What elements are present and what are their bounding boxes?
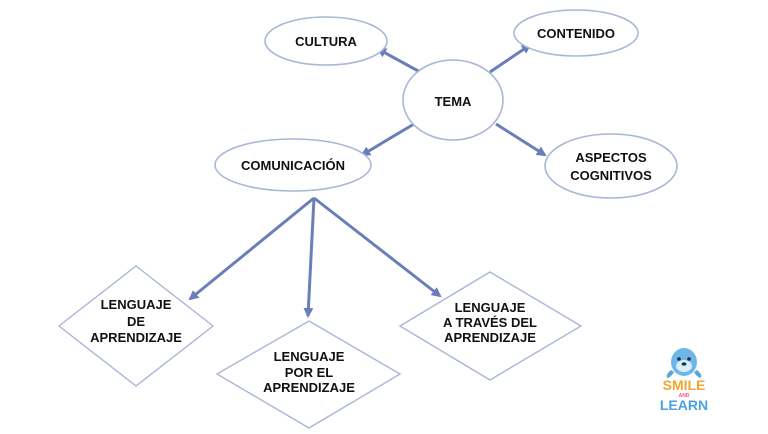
node-aspectos-cognitivos: ASPECTOS COGNITIVOS (544, 133, 678, 199)
node-lenguaje-por-el-aprendizaje: LENGUAJE POR EL APRENDIZAJE (215, 320, 402, 429)
svg-text:LENGUAJE: LENGUAJE (455, 300, 526, 315)
svg-text:POR EL: POR EL (285, 365, 333, 380)
svg-text:A TRAVÉS DEL: A TRAVÉS DEL (443, 315, 537, 330)
node-tema: TEMA (402, 59, 504, 141)
svg-text:APRENDIZAJE: APRENDIZAJE (263, 380, 355, 395)
logo-line2: AND (679, 393, 690, 399)
arrow-comunicacion-to-lenguaje-traves (313, 196, 442, 298)
svg-text:COGNITIVOS: COGNITIVOS (570, 168, 652, 183)
svg-text:TEMA: TEMA (435, 94, 472, 109)
svg-text:ASPECTOS: ASPECTOS (575, 150, 647, 165)
logo-line3: LEARN (660, 397, 708, 413)
node-lenguaje-de-aprendizaje: LENGUAJE DE APRENDIZAJE (57, 265, 215, 387)
svg-text:APRENDIZAJE: APRENDIZAJE (444, 330, 536, 345)
seal-mascot-icon (666, 348, 702, 378)
arrow-tema-to-comunicacion (360, 122, 415, 157)
arrow-comunicacion-to-lenguaje-aprendizaje (188, 196, 315, 301)
svg-text:DE: DE (127, 314, 145, 329)
svg-text:LENGUAJE: LENGUAJE (274, 349, 345, 364)
node-cultura: CULTURA (264, 16, 388, 66)
svg-text:CULTURA: CULTURA (295, 34, 357, 49)
svg-text:LENGUAJE: LENGUAJE (101, 297, 172, 312)
node-lenguaje-a-traves-del-aprendizaje: LENGUAJE A TRAVÉS DEL APRENDIZAJE (398, 271, 583, 381)
node-comunicacion: COMUNICACIÓN (214, 138, 372, 192)
arrow-tema-to-contenido (489, 43, 532, 74)
arrow-comunicacion-to-lenguaje-por (303, 197, 316, 318)
logo-line1: SMILE (663, 377, 706, 393)
svg-text:CONTENIDO: CONTENIDO (537, 26, 615, 41)
smile-and-learn-logo: SMILE AND LEARN (660, 348, 708, 413)
svg-text:APRENDIZAJE: APRENDIZAJE (90, 330, 182, 345)
arrow-tema-to-cultura (376, 47, 421, 74)
svg-text:COMUNICACIÓN: COMUNICACIÓN (241, 158, 345, 173)
arrow-tema-to-aspectos (495, 122, 547, 157)
node-contenido: CONTENIDO (513, 9, 639, 57)
